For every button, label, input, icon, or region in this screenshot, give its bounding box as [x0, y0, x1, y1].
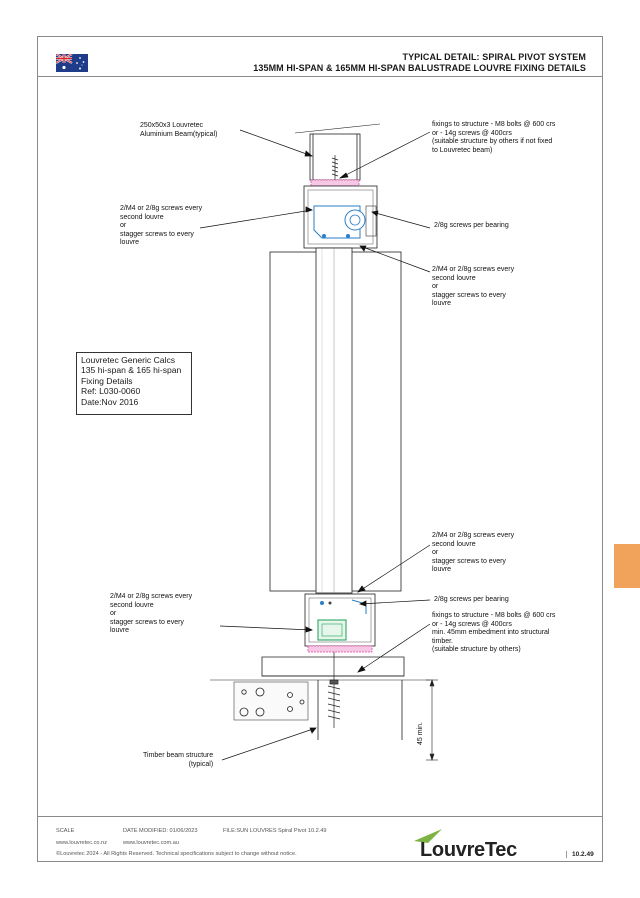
label-screws-top-left: 2/M4 or 2/8g screws every second louvre …	[120, 205, 203, 246]
footer-file: FILE:SUN LOUVRES Spiral Pivot 10.2.49	[223, 828, 327, 834]
footer-rule	[37, 816, 603, 817]
label-screws-bottom-right: 2/M4 or 2/8g screws every second louvre …	[432, 532, 515, 573]
louvretec-logo: LouvreTec	[412, 829, 558, 863]
title-line-1: TYPICAL DETAIL: SPIRAL PIVOT SYSTEM	[402, 52, 586, 62]
footer-date-modified: DATE MODIFIED: 01/06/2023	[123, 828, 198, 834]
footer-scale: SCALE	[56, 828, 75, 834]
label-bearing-top: 2/8g screws per bearing	[434, 222, 509, 229]
label-screws-top-right: 2/M4 or 2/8g screws every second louvre …	[432, 266, 515, 307]
logo-wordmark: LouvreTec	[420, 839, 517, 861]
louvre-blade	[269, 247, 402, 594]
bottom-bolt	[327, 652, 341, 728]
label-timber-beam: Timber beam structure (typical)	[143, 752, 214, 768]
footer-copyright: ©Louvretec 2024 - All Rights Reserved. T…	[56, 851, 297, 857]
bottom-pink-pad	[307, 645, 373, 653]
section-tab[interactable]	[614, 544, 640, 588]
page-title: TYPICAL DETAIL: SPIRAL PIVOT SYSTEM 135M…	[253, 52, 586, 74]
page-number: 10.2.49	[566, 851, 594, 858]
logo-swoosh-icon	[414, 829, 442, 843]
title-line-2: 135MM HI-SPAN & 165MM HI-SPAN BALUSTRADE…	[253, 63, 586, 73]
label-screws-bottom-left: 2/M4 or 2/8g screws every second louvre …	[110, 593, 193, 634]
top-bracket	[303, 185, 378, 249]
timber-beam	[210, 656, 430, 740]
label-fixings-top: fixings to structure - M8 bolts @ 600 cr…	[432, 121, 556, 154]
dimension-45min	[426, 679, 438, 761]
footer-web-au[interactable]: www.louvretec.com.au	[123, 840, 179, 846]
label-fixings-bottom: fixings to structure - M8 bolts @ 600 cr…	[432, 612, 556, 653]
leader-lines	[199, 129, 431, 761]
label-aluminium-beam: 250x50x3 Louvretec Aluminium Beam(typica…	[140, 122, 218, 138]
header-rule	[37, 76, 603, 77]
calc-reference-box: Louvretec Generic Calcs 135 hi-span & 16…	[76, 352, 192, 415]
top-pink-pad	[310, 179, 360, 187]
label-dimension: 45 min.	[417, 722, 424, 745]
label-bearing-bottom: 2/8g screws per bearing	[434, 596, 509, 603]
australia-flag-icon	[56, 54, 88, 72]
page-frame	[37, 36, 603, 862]
footer-web-nz[interactable]: www.louvretec.co.nz	[56, 840, 107, 846]
